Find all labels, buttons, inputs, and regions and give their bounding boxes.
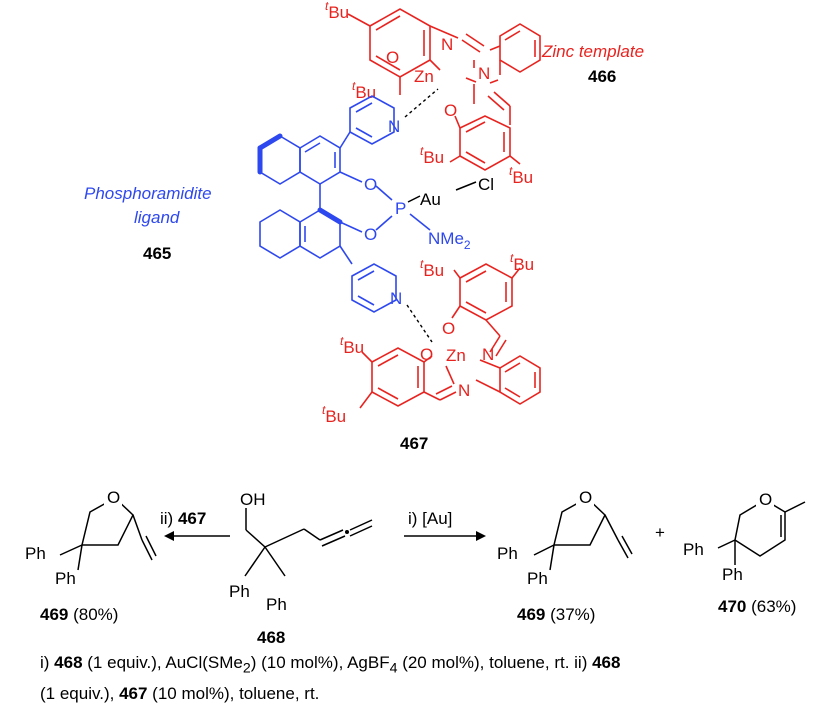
hydroxyl-label: OH (240, 490, 266, 509)
zinc-template-bottom-number: 467 (400, 434, 428, 453)
arrow-label-right: i) [Au] (408, 509, 452, 528)
conditions-text: ) (10 mol%), AgBF (250, 653, 390, 672)
phenyl-label: Ph (55, 569, 76, 588)
plus-sign: + (655, 523, 665, 542)
product-left-caption: 469 (80%) (40, 605, 118, 624)
phenyl-label: Ph (527, 569, 548, 588)
zn-top-o-label: O (386, 48, 399, 67)
phosphoramidite-ligand-465: N O P O NMe2 N Au Cl Phosphoramidite lig… (84, 95, 494, 313)
zn-bottom-o2-label: O (420, 345, 433, 364)
conditions-text: (1 equiv.), (40, 684, 120, 704)
phenyl-label: Ph (266, 595, 287, 614)
ligand-o2-label: O (364, 225, 377, 244)
oxygen-label: O (759, 490, 772, 509)
tbu-label: tBu (322, 403, 346, 426)
product-469-middle: O Ph Ph 469 (37%) (497, 488, 633, 624)
conditions-compound: 468 (592, 653, 621, 672)
zinc-template-466: O N Zn N O tBu tBu tBu tBu Zinc template… (325, 0, 644, 187)
product-470: O Ph Ph 470 (63%) (683, 490, 806, 616)
reaction-arrow-left: ii) 467 (160, 509, 230, 541)
zinc-template-title: Zinc template (541, 42, 644, 61)
conditions-subscript: 4 (389, 660, 398, 677)
zn-bottom-n2-label: N (458, 381, 470, 400)
zn-top-n1-label: N (441, 35, 453, 54)
tbu-label: tBu (420, 144, 444, 167)
tbu-label: tBu (325, 0, 349, 22)
coordination-bond (406, 304, 433, 343)
coordination-bond (404, 88, 439, 118)
oxygen-label: O (107, 488, 120, 507)
reaction-arrow-right: i) [Au] (404, 509, 486, 541)
pyridine-n-bottom-label: N (390, 289, 402, 308)
gold-label: Au (420, 190, 441, 209)
conditions-text: (1 equiv.), AuCl(SMe (82, 653, 243, 672)
product-middle-caption: 469 (37%) (517, 605, 595, 624)
phenyl-label: Ph (497, 544, 518, 563)
zn-top-o2-label: O (444, 101, 457, 120)
phenyl-label: Ph (25, 544, 46, 563)
zn-bottom-n1-label: N (482, 345, 494, 364)
zinc-template-467: O O Zn N N tBu tBu tBu tBu 467 (322, 251, 541, 453)
ligand-title-line2: ligand (134, 208, 180, 227)
tbu-label: tBu (420, 257, 444, 280)
tbu-label: tBu (509, 164, 533, 187)
zn-bottom-zn-label: Zn (446, 346, 466, 365)
oxygen-label: O (579, 488, 592, 507)
zn-top-n2-label: N (478, 64, 490, 83)
reaction-conditions: i) 468 (1 equiv.), AuCl(SMe2) (10 mol%),… (40, 650, 810, 707)
tbu-label: tBu (510, 251, 534, 274)
substrate-468: OH Ph Ph 468 (229, 490, 373, 647)
product-469-left: O Ph Ph 469 (80%) (25, 488, 157, 624)
ligand-title-line1: Phosphoramidite (84, 184, 212, 203)
product-right-caption: 470 (63%) (718, 597, 796, 616)
ligand-number: 465 (143, 244, 171, 263)
substrate-number: 468 (257, 628, 285, 647)
conditions-i-prefix: i) (40, 653, 55, 672)
zn-top-zn-label: Zn (414, 67, 434, 86)
arrow-label-left: ii) 467 (160, 509, 206, 528)
conditions-text: (10 mol%), toluene, rt. (147, 684, 320, 704)
phenyl-label: Ph (229, 582, 250, 601)
conditions-catalyst: 467 (119, 684, 148, 704)
pyridine-n-top-label: N (388, 117, 400, 136)
conditions-compound: 468 (54, 653, 83, 672)
zinc-template-number: 466 (588, 67, 616, 86)
ligand-nme2-label: NMe2 (428, 229, 471, 252)
tbu-label: tBu (340, 334, 364, 357)
phenyl-label: Ph (683, 540, 704, 559)
chloride-label: Cl (478, 175, 494, 194)
conditions-subscript: 2 (242, 660, 251, 677)
conditions-text: (20 mol%), toluene, rt. ii) (397, 653, 593, 672)
phenyl-label: Ph (722, 565, 743, 584)
ligand-o1-label: O (364, 175, 377, 194)
ligand-p-label: P (395, 199, 406, 218)
tbu-label: tBu (352, 79, 376, 102)
zn-bottom-o1-label: O (442, 319, 455, 338)
